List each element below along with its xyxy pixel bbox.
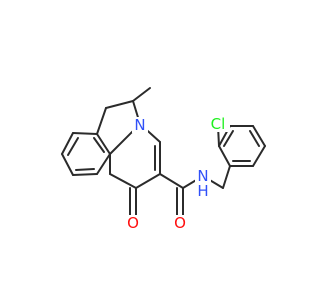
bond [72,132,98,135]
bond [218,145,231,167]
bond [61,132,74,155]
atom-bg [125,215,141,231]
bond-group [61,87,266,216]
bond [249,130,260,147]
bond [252,125,266,147]
atom-label-o-amide: O [174,214,186,232]
bond [96,153,111,175]
atom-label-n-amide: N [197,167,208,185]
atom-label-group: N N H O O Cl [125,115,230,232]
bond [61,153,74,176]
bond [72,173,98,176]
atom-label-cl: Cl [211,115,226,133]
bond [96,107,107,135]
bond [252,145,266,167]
atom-bg [195,184,211,198]
bond [93,137,105,153]
bond [222,165,231,189]
bond [96,133,111,155]
bond [109,173,137,189]
atom-label-n-ring: N [134,116,145,134]
molecule-structure-diagram: N N H O O Cl [61,87,266,232]
bond [135,173,161,189]
atom-label-o-ketone: O [127,214,139,232]
bond [223,130,234,147]
atom-bg [206,116,230,132]
atom-bg [195,168,211,184]
bond [105,100,134,109]
atom-bg [132,117,148,133]
bond [75,168,95,171]
atom-bg [172,215,188,231]
bond [159,173,184,189]
bond [67,137,79,156]
bond [132,87,151,102]
atom-label-h-amide: H [197,182,208,200]
